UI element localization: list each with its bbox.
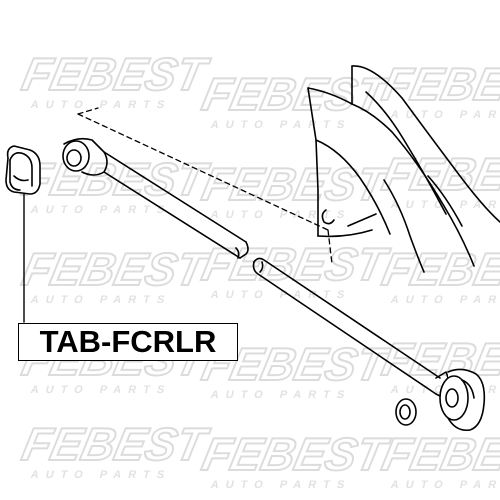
watermark-subtitle-text: AUTO PARTS <box>30 469 173 481</box>
watermark-subtitle-text: AUTO PARTS <box>30 294 173 306</box>
watermark-brand-text: FEBEST <box>378 148 500 199</box>
watermark-subtitle-text: AUTO PARTS <box>30 204 173 216</box>
watermark-brand-text: FEBEST <box>378 243 500 294</box>
watermark-subtitle-text: AUTO PARTS <box>390 294 500 306</box>
watermark-brand-text: FEBEST <box>198 238 394 289</box>
watermark-subtitle-text: AUTO PARTS <box>390 199 500 211</box>
watermark-subtitle-text: AUTO PARTS <box>210 479 353 491</box>
watermark-subtitle-text: AUTO PARTS <box>30 384 173 396</box>
part-number-label: TAB-FCRLR <box>18 323 238 361</box>
watermark-brand-text: FEBEST <box>18 48 214 99</box>
watermark-subtitle-text: AUTO PARTS <box>30 99 173 111</box>
dashed-mount-lines <box>77 107 333 265</box>
watermark-subtitle-text: AUTO PARTS <box>210 119 353 131</box>
watermark-brand-text: FEBEST <box>18 418 214 469</box>
watermark-brand-text: FEBEST <box>18 243 214 294</box>
washer-ring <box>395 398 417 426</box>
watermark-brand-text: FEBEST <box>198 428 394 479</box>
watermark-brand-text: FEBEST <box>198 338 394 389</box>
watermark-brand-text: FEBEST <box>378 428 500 479</box>
watermark-subtitle-text: AUTO PARTS <box>210 389 353 401</box>
watermark-subtitle-text: AUTO PARTS <box>390 479 500 491</box>
watermark-subtitle-text: AUTO PARTS <box>210 289 353 301</box>
watermark-subtitle-text: AUTO PARTS <box>210 209 353 221</box>
watermark-brand-text: FEBEST <box>18 153 214 204</box>
watermark-brand-text: FEBEST <box>198 68 394 119</box>
vehicle-body-section <box>307 65 500 273</box>
watermark-brand-text: FEBEST <box>378 58 500 109</box>
bushing-part <box>5 145 41 323</box>
watermark-subtitle-text: AUTO PARTS <box>390 109 500 121</box>
control-arm <box>62 137 486 432</box>
